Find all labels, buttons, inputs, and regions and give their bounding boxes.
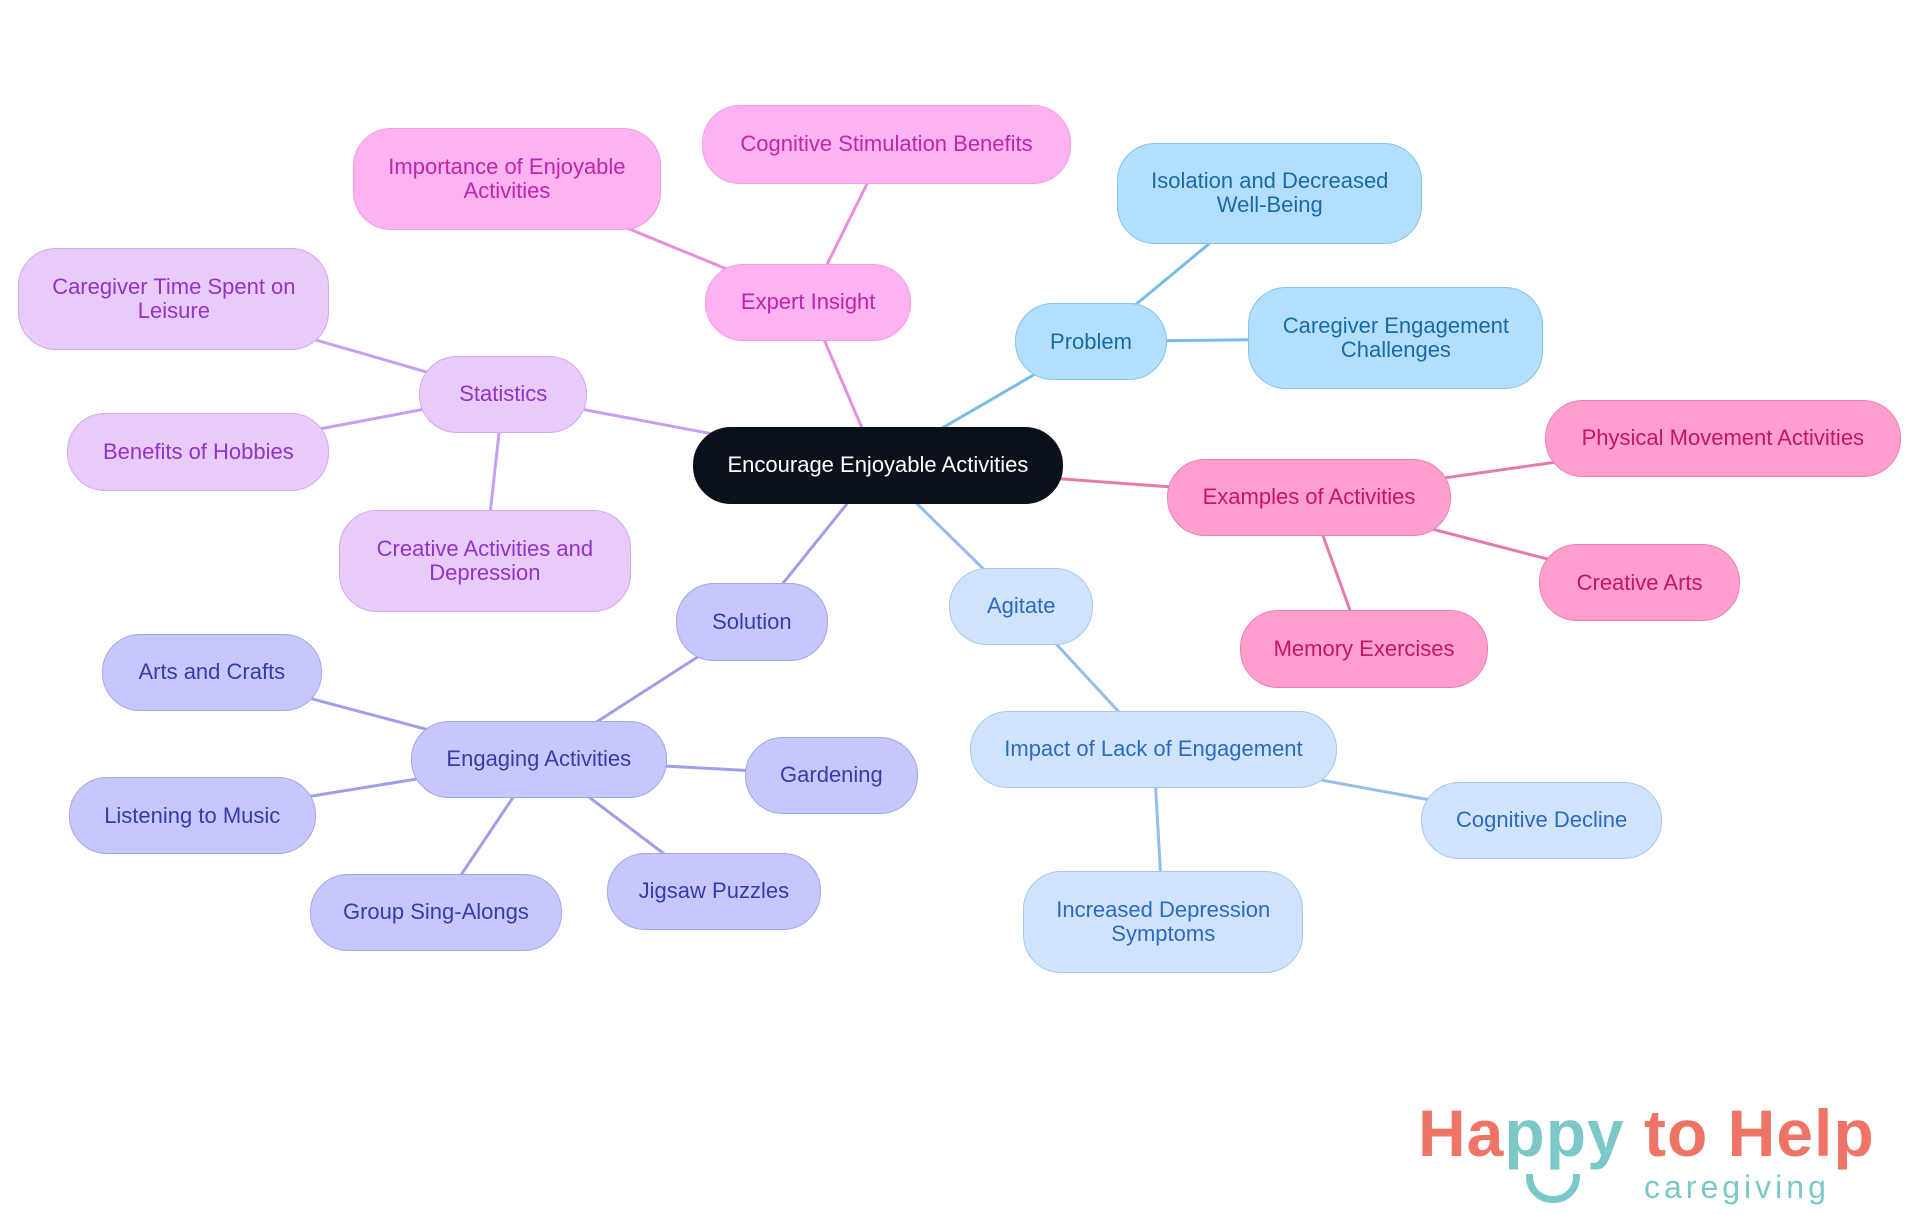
node-caregiver-engagement[interactable]: Caregiver Engagement Challenges: [1248, 287, 1544, 389]
node-label: Impact of Lack of Engagement: [1004, 736, 1303, 762]
node-label: Listening to Music: [104, 802, 281, 828]
node-label: Encourage Enjoyable Activities: [727, 452, 1029, 478]
node-label: Creative Arts: [1576, 569, 1703, 595]
node-importance[interactable]: Importance of Enjoyable Activities: [353, 127, 661, 230]
node-isolation[interactable]: Isolation and Decreased Well-Being: [1117, 142, 1423, 245]
logo-wordmark: Happy to Help: [1418, 1096, 1875, 1170]
node-label: Problem: [1050, 328, 1132, 354]
node-solution[interactable]: Solution: [675, 583, 828, 661]
node-label: Creative Activities and Depression: [376, 535, 594, 585]
node-label: Increased Depression Symptoms: [1056, 897, 1271, 947]
node-label: Gardening: [780, 762, 883, 788]
node-memory[interactable]: Memory Exercises: [1240, 610, 1488, 688]
node-label: Cognitive Decline: [1456, 807, 1628, 833]
node-increased-depression[interactable]: Increased Depression Symptoms: [1023, 871, 1304, 973]
node-label: Arts and Crafts: [138, 659, 286, 685]
node-label: Importance of Enjoyable Activities: [388, 153, 626, 203]
node-label: Memory Exercises: [1273, 635, 1455, 661]
node-label: Statistics: [459, 381, 548, 407]
node-problem[interactable]: Problem: [1015, 303, 1167, 381]
node-label: Group Sing-Alongs: [342, 899, 529, 925]
node-label: Isolation and Decreased Well-Being: [1151, 168, 1389, 218]
node-engaging[interactable]: Engaging Activities: [410, 720, 667, 798]
node-arts-crafts[interactable]: Arts and Crafts: [101, 633, 323, 711]
node-label: Cognitive Stimulation Benefits: [740, 131, 1033, 157]
node-listening-music[interactable]: Listening to Music: [68, 776, 316, 855]
node-cognitive-decline[interactable]: Cognitive Decline: [1421, 781, 1663, 859]
node-expert[interactable]: Expert Insight: [705, 263, 911, 342]
node-benefits-hobbies[interactable]: Benefits of Hobbies: [67, 412, 330, 491]
node-creative-depression[interactable]: Creative Activities and Depression: [338, 510, 632, 612]
node-jigsaw[interactable]: Jigsaw Puzzles: [606, 852, 822, 930]
logo-smile-icon: [1526, 1174, 1580, 1203]
node-statistics[interactable]: Statistics: [419, 355, 588, 433]
node-label: Jigsaw Puzzles: [638, 878, 790, 904]
node-label: Engaging Activities: [446, 746, 632, 772]
logo-tagline: caregiving: [1644, 1169, 1830, 1205]
node-gardening[interactable]: Gardening: [745, 736, 918, 814]
node-label: Expert Insight: [740, 289, 876, 315]
node-label: Agitate: [986, 593, 1056, 619]
node-impact[interactable]: Impact of Lack of Engagement: [969, 710, 1338, 788]
node-label: Physical Movement Activities: [1581, 425, 1865, 451]
node-examples[interactable]: Examples of Activities: [1166, 458, 1452, 536]
node-label: Benefits of Hobbies: [102, 438, 294, 464]
happy-to-help-logo: Happy to Help caregiving: [1418, 1100, 1898, 1206]
node-creative-arts[interactable]: Creative Arts: [1539, 544, 1740, 622]
node-label: Solution: [712, 609, 792, 635]
node-cognitive-stimulation[interactable]: Cognitive Stimulation Benefits: [701, 105, 1072, 184]
node-root[interactable]: Encourage Enjoyable Activities: [693, 426, 1063, 504]
node-label: Examples of Activities: [1202, 484, 1416, 510]
node-caregiver-time[interactable]: Caregiver Time Spent on Leisure: [18, 247, 330, 350]
node-group-sing[interactable]: Group Sing-Alongs: [309, 873, 563, 951]
node-agitate[interactable]: Agitate: [948, 567, 1094, 645]
node-label: Caregiver Engagement Challenges: [1282, 312, 1510, 362]
node-label: Caregiver Time Spent on Leisure: [52, 273, 296, 323]
node-physical[interactable]: Physical Movement Activities: [1544, 399, 1901, 477]
